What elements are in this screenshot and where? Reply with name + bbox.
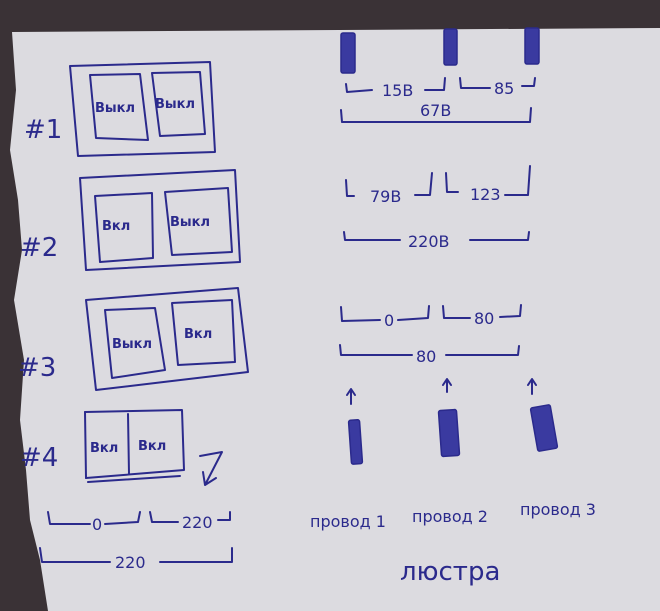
wire-label-1: провод 1 [310,512,386,531]
switch-4: #4 Вкл Вкл [20,409,223,486]
wire-icon [443,28,458,66]
switch-right-state: Вкл [138,439,166,454]
switch-right-state: Вкл [184,327,212,342]
dim-left: 0 [92,515,102,534]
arrow-icon [199,451,223,486]
dim-left: 0 [384,311,394,330]
switch-left-state: Выкл [112,337,152,352]
wire-label-2: провод 2 [412,507,488,526]
wire-icon [340,32,356,74]
switch-left-state: Вкл [102,219,130,234]
wire-dimensions-1: 15B 85 67B [340,77,536,123]
dim-right: 80 [474,309,494,328]
dim-total: 80 [416,347,436,366]
chandelier-label: люстра [400,557,500,587]
switch-label: #1 [24,115,62,145]
wire-dimensions-2: 79B 123 220B [343,165,531,251]
switch-label: #4 [20,443,58,473]
switch-left-state: Выкл [95,101,135,116]
wire-icon [437,408,461,458]
switch-4-dimensions: 0 220 220 [39,511,233,572]
wire-dimensions-3: 0 80 80 [339,304,522,366]
arrow-up-icon [442,378,452,393]
switch-2: #2 Вкл Выкл [20,169,241,271]
dim-total: 220 [115,553,146,572]
dim-left: 15B [382,81,413,100]
dim-right: 220 [182,513,213,532]
switch-1: #1 Выкл Выкл [24,61,216,157]
wires-top [340,27,540,74]
switch-label: #2 [20,233,58,263]
arrow-up-icon [346,388,356,405]
wire-icon [529,404,559,452]
dim-right: 85 [494,79,514,98]
dim-total: 220B [408,232,450,251]
switch-label: #3 [18,353,56,383]
arrow-up-icon [527,378,537,395]
wires-bottom: провод 1 провод 2 провод 3 люстра [310,378,596,587]
switch-right-state: Выкл [170,215,210,230]
dim-left: 79B [370,187,401,206]
switch-3: #3 Выкл Вкл [18,287,249,391]
switch-left-state: Вкл [90,441,118,456]
wire-icon [524,27,540,65]
dim-total: 67B [420,101,451,120]
switch-right-state: Выкл [155,97,195,112]
wire-icon [347,419,364,465]
wire-label-3: провод 3 [520,500,596,519]
dim-right: 123 [470,185,501,204]
